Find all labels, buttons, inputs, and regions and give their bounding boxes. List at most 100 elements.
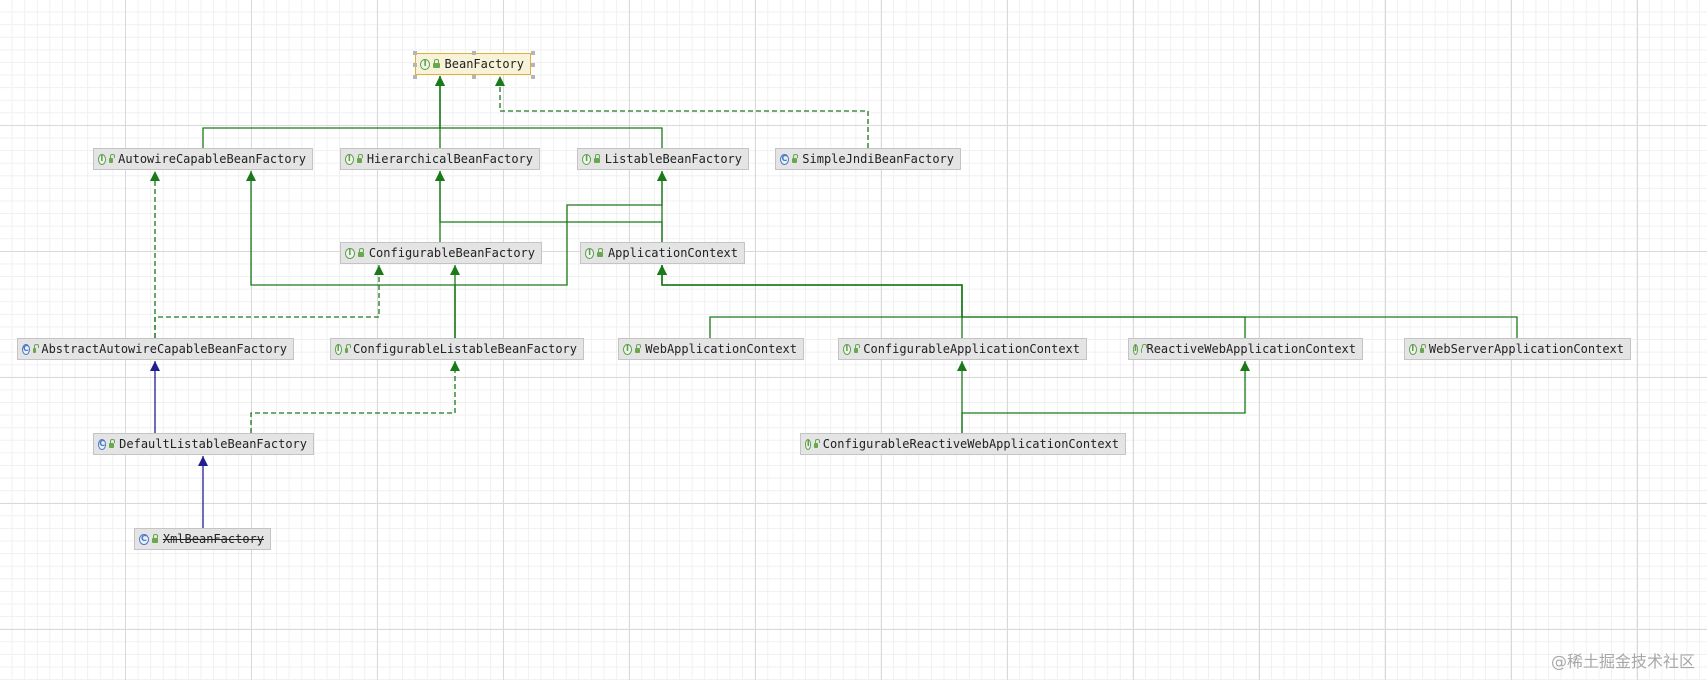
arrowhead-icon	[435, 171, 445, 181]
arrowhead-icon	[246, 171, 256, 181]
node-label: ListableBeanFactory	[604, 152, 742, 166]
node-label: SimpleJndiBeanFactory	[802, 152, 954, 166]
selection-handle[interactable]	[531, 75, 535, 79]
edge-extends[interactable]	[435, 171, 663, 242]
visibility-lock-icon	[108, 154, 116, 163]
node-label: AbstractAutowireCapableBeanFactory	[41, 342, 287, 356]
node-label: BeanFactory	[444, 57, 524, 71]
node-bean-factory[interactable]: I BeanFactory	[413, 51, 535, 79]
edge-extends[interactable]	[657, 265, 1518, 338]
interface-icon: I	[98, 153, 106, 165]
edge-extends[interactable]	[454, 171, 667, 338]
node-web-application-context[interactable]: I WebApplicationContext	[618, 338, 804, 360]
interface-icon: I	[345, 153, 354, 165]
class-icon: C	[98, 438, 107, 450]
interface-icon: I	[345, 247, 355, 259]
interface-icon: I	[843, 343, 851, 355]
node-label: ConfigurableBeanFactory	[368, 246, 535, 260]
arrowhead-icon	[495, 76, 505, 86]
arrowhead-icon	[450, 265, 460, 275]
node-configurable-bean-factory[interactable]: I ConfigurableBeanFactory	[340, 242, 542, 264]
edge-extends[interactable]	[202, 76, 445, 148]
edge-line	[154, 265, 380, 338]
node-label: DefaultListableBeanFactory	[119, 437, 307, 451]
edge-implements[interactable]	[250, 361, 460, 433]
interface-icon: I	[585, 247, 595, 259]
selection-handle[interactable]	[472, 51, 476, 55]
edge-line	[499, 76, 869, 148]
edge-implements[interactable]	[150, 171, 160, 338]
node-autowire-capable-bean-factory[interactable]: I AutowireCapableBeanFactory	[93, 148, 313, 170]
node-label: ConfigurableListableBeanFactory	[353, 342, 577, 356]
visibility-lock-icon	[1419, 344, 1427, 353]
node-label: WebServerApplicationContext	[1428, 342, 1624, 356]
edge-extends[interactable]	[657, 265, 963, 338]
visibility-lock-icon	[344, 344, 350, 353]
visibility-lock-icon	[151, 534, 158, 543]
node-label: ConfigurableReactiveWebApplicationContex…	[822, 437, 1119, 451]
visibility-lock-icon	[814, 439, 822, 448]
selection-handle[interactable]	[413, 75, 417, 79]
visibility-lock-icon	[634, 344, 642, 353]
arrowhead-icon	[198, 456, 208, 466]
node-label: HierarchicalBeanFactory	[366, 152, 533, 166]
edge-class-extends[interactable]	[150, 361, 160, 433]
edge-implements[interactable]	[154, 265, 384, 338]
node-default-listable-bean-factory[interactable]: C DefaultListableBeanFactory	[93, 433, 314, 455]
node-label: ReactiveWebApplicationContext	[1146, 342, 1356, 356]
visibility-lock-icon	[853, 344, 861, 353]
selection-handle[interactable]	[472, 75, 476, 79]
arrowhead-icon	[374, 265, 384, 275]
edge-line	[661, 265, 963, 338]
visibility-lock-icon	[594, 154, 600, 163]
edge-extends[interactable]	[657, 265, 963, 338]
arrowhead-icon	[435, 76, 445, 86]
edge-extends[interactable]	[961, 361, 1250, 433]
visibility-lock-icon	[433, 59, 440, 68]
arrowhead-icon	[1240, 361, 1250, 371]
edge-line	[202, 76, 441, 148]
node-listable-bean-factory[interactable]: I ListableBeanFactory	[577, 148, 749, 170]
edge-line	[661, 265, 963, 338]
node-hierarchical-bean-factory[interactable]: I HierarchicalBeanFactory	[340, 148, 540, 170]
visibility-lock-icon	[109, 439, 116, 448]
selection-handle[interactable]	[531, 63, 535, 67]
arrowhead-icon	[150, 361, 160, 371]
node-configurable-reactive-web-application-context[interactable]: I ConfigurableReactiveWebApplicationConte…	[800, 433, 1126, 455]
arrowhead-icon	[657, 265, 667, 275]
visibility-lock-icon	[357, 248, 364, 257]
node-label: WebApplicationContext	[645, 342, 797, 356]
edge-line	[439, 171, 663, 242]
edge-extends[interactable]	[435, 76, 663, 148]
node-configurable-application-context[interactable]: I ConfigurableApplicationContext	[838, 338, 1087, 360]
arrowhead-icon	[450, 361, 460, 371]
watermark: @稀土掘金技术社区	[1550, 652, 1695, 671]
edge-implements[interactable]	[495, 76, 869, 148]
edge-class-extends[interactable]	[198, 456, 208, 528]
edge-line	[961, 361, 1246, 433]
visibility-lock-icon	[32, 344, 40, 353]
interface-icon: I	[805, 438, 812, 450]
visibility-lock-icon	[1140, 344, 1144, 353]
selection-handle[interactable]	[531, 51, 535, 55]
selection-handle[interactable]	[413, 63, 417, 67]
arrowhead-icon	[150, 171, 160, 181]
selection-handle[interactable]	[413, 51, 417, 55]
interface-icon: I	[1133, 343, 1138, 355]
node-reactive-web-application-context[interactable]: I ReactiveWebApplicationContext	[1128, 338, 1363, 360]
edge-extends[interactable]	[657, 265, 1246, 338]
interface-icon: I	[420, 58, 431, 70]
interface-icon: I	[582, 153, 592, 165]
node-label: ConfigurableApplicationContext	[863, 342, 1080, 356]
interface-icon: I	[623, 343, 632, 355]
arrowhead-icon	[657, 171, 667, 181]
node-label: AutowireCapableBeanFactory	[118, 152, 306, 166]
